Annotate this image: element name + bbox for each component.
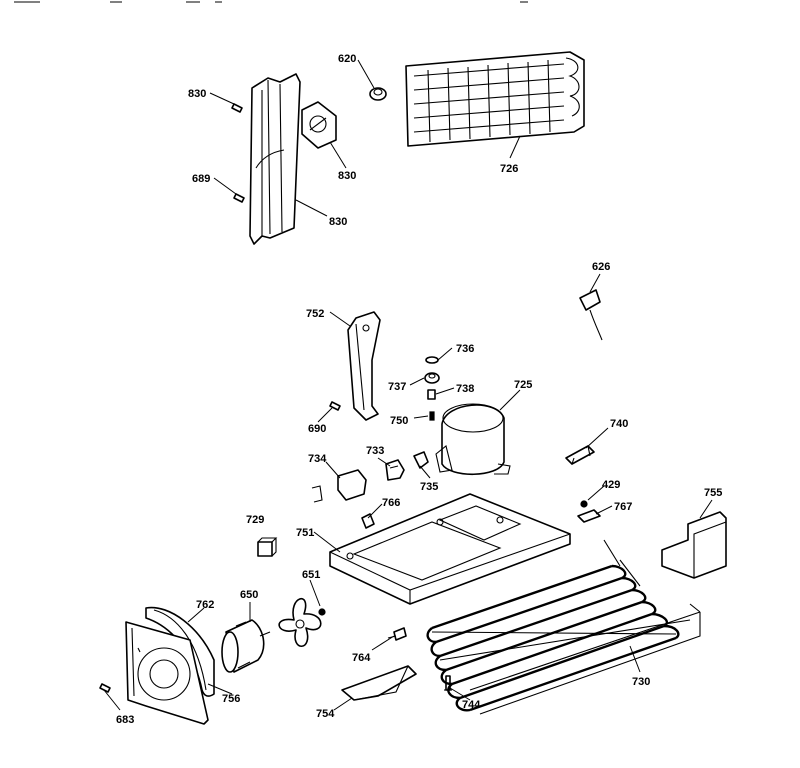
label-754: 754	[316, 708, 335, 720]
label-752: 752	[306, 308, 324, 320]
leader-lines	[103, 59, 713, 711]
label-740: 740	[610, 418, 628, 430]
part-grommet-737	[424, 372, 440, 384]
part-thermostat-626	[579, 289, 603, 341]
part-bracket-752	[347, 311, 381, 421]
part-screw-689	[233, 193, 245, 203]
label-689: 689	[192, 173, 210, 185]
part-clip-740	[565, 445, 595, 465]
label-751: 751	[296, 527, 314, 539]
part-channel-830	[249, 73, 301, 245]
part-evaporator-726	[405, 51, 585, 147]
label-734: 734	[308, 453, 327, 465]
label-736: 736	[456, 343, 474, 355]
label-750: 750	[390, 415, 408, 427]
part-damper-830	[301, 101, 337, 149]
part-screw-683	[99, 683, 111, 693]
part-overload-734	[311, 469, 367, 503]
label-651: 651	[302, 569, 320, 581]
label-626: 626	[592, 261, 610, 273]
part-clip-766	[361, 513, 375, 529]
part-bolt-750	[429, 411, 435, 421]
part-capacitor-729	[257, 537, 278, 557]
label-725: 725	[514, 379, 532, 391]
label-766: 766	[382, 497, 400, 509]
part-fan-motor-650	[221, 619, 271, 673]
part-clip-767	[577, 509, 601, 523]
label-683: 683	[116, 714, 134, 726]
part-cover-735	[413, 451, 429, 469]
label-738: 738	[456, 383, 474, 395]
part-fan-blade-651	[278, 597, 322, 647]
label-830-damper: 830	[338, 170, 356, 182]
label-729: 729	[246, 514, 264, 526]
label-830-screw: 830	[188, 88, 206, 100]
part-spacer-738	[427, 389, 436, 400]
label-830-channel: 830	[329, 216, 347, 228]
part-washer-736	[425, 356, 439, 364]
label-762: 762	[196, 599, 214, 611]
label-726: 726	[500, 163, 518, 175]
label-764: 764	[352, 652, 371, 664]
label-737: 737	[388, 381, 406, 393]
part-base-751	[329, 493, 571, 605]
callout-labels: 830 689 830 830 620 726 626 752 736 737 …	[116, 53, 722, 726]
part-screw-830	[231, 103, 243, 113]
label-755: 755	[704, 487, 722, 499]
part-screw-429	[580, 500, 588, 508]
part-condenser-730	[426, 539, 701, 715]
part-bracket-755	[661, 511, 727, 579]
part-clip-764	[387, 627, 407, 641]
part-relay-733	[385, 459, 405, 481]
part-nut-651	[318, 608, 326, 616]
label-730: 730	[632, 676, 650, 688]
label-429: 429	[602, 479, 620, 491]
label-756: 756	[222, 693, 240, 705]
part-screw-690	[329, 401, 341, 411]
label-620: 620	[338, 53, 356, 65]
part-shroud-756	[125, 621, 209, 725]
label-650: 650	[240, 589, 258, 601]
label-733: 733	[366, 445, 384, 457]
label-690: 690	[308, 423, 326, 435]
label-735: 735	[420, 481, 438, 493]
part-grommet-620	[369, 87, 387, 101]
part-pan-754	[341, 665, 417, 701]
label-744: 744	[462, 699, 481, 711]
label-767: 767	[614, 501, 632, 513]
part-compressor-725	[435, 403, 511, 476]
